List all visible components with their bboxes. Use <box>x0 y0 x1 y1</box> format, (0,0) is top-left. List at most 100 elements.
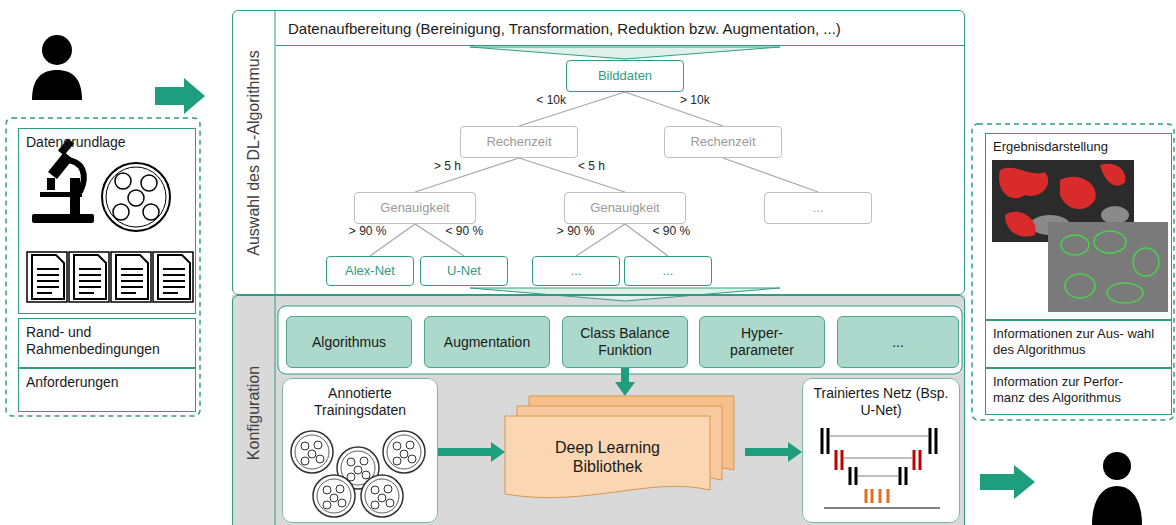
contour-green <box>1107 283 1143 303</box>
microscope-base <box>32 214 94 223</box>
node-label: Ergebnisdarstellung <box>993 139 1108 155</box>
node-label: Hyper- parameter <box>712 325 812 359</box>
node-label: Class Balance Funktion <box>575 325 675 359</box>
unet-icon <box>822 428 940 508</box>
flow-arrow <box>621 368 629 382</box>
branch-condition: > 90 % <box>555 224 597 238</box>
document-icon <box>153 252 193 302</box>
microscope-icon <box>32 141 94 223</box>
funnel-chevron <box>470 47 780 59</box>
document-icon <box>111 252 151 302</box>
cell <box>115 173 131 189</box>
node-label: Datenaufbereitung (Bereinigung, Transfor… <box>288 20 841 38</box>
branch-condition: > 5 h <box>432 159 463 173</box>
branch-condition: > 90 % <box>347 224 389 238</box>
microscope-objective <box>47 178 55 190</box>
section-panel: Konfiguration Algorithmus Augmentation Clas… <box>232 295 965 525</box>
contour-green <box>1094 231 1126 253</box>
contour-green <box>1133 248 1159 276</box>
segment-red <box>999 168 1048 198</box>
unet-layer <box>900 467 906 485</box>
decision-leaf-box: ... <box>624 256 712 286</box>
image-ground <box>1048 222 1168 312</box>
node-label: ... <box>571 263 582 279</box>
flow-arrow <box>438 448 491 456</box>
config-box: Augmentation <box>424 316 550 368</box>
node-label: ... <box>663 263 674 279</box>
config-row-frame <box>278 306 962 374</box>
unet-layer <box>836 450 842 470</box>
petri-dish <box>291 431 333 473</box>
node-label: Rechenzeit <box>486 134 551 150</box>
petri-dish-icon <box>102 163 170 231</box>
info-box: Informationen zur Aus- wahl des Algorith… <box>985 320 1172 368</box>
library-sheet <box>505 416 710 498</box>
person-head <box>1103 452 1131 480</box>
decision-node-box: Rechenzeit <box>460 126 578 158</box>
decision-leaf-box: U-Net <box>420 256 508 286</box>
unet-skip <box>830 436 928 476</box>
cell <box>141 175 157 191</box>
cell <box>128 190 144 206</box>
unet-layer <box>850 467 856 485</box>
node-label: Genauigkeit <box>590 200 659 216</box>
microscope-stage <box>40 192 82 197</box>
node-label: ... <box>892 334 904 351</box>
tree-branch-line <box>723 158 818 192</box>
header-band: Datenaufbereitung (Bereinigung, Transfor… <box>276 12 964 46</box>
tree-branch-line <box>519 158 625 192</box>
decision-node-box: ... <box>764 192 872 224</box>
person-head <box>42 35 72 65</box>
info-box: Rand- und Rahmenbedingungen <box>18 318 196 368</box>
config-box: Hyper- parameter <box>699 316 825 368</box>
branch-condition: < 90 % <box>444 224 486 238</box>
decision-node-box: Rechenzeit <box>664 126 782 158</box>
config-ground <box>232 295 965 525</box>
config-box: ... <box>837 316 959 368</box>
petri-dish <box>313 475 355 517</box>
contour-image <box>1048 222 1168 312</box>
unet-layer <box>930 428 936 454</box>
node-label: Annotierte Trainingsdaten <box>289 385 431 419</box>
image-blob <box>1101 206 1129 224</box>
petri-dish <box>361 475 403 517</box>
section-strip-divider <box>275 11 276 525</box>
branch-condition: > 10k <box>678 93 712 107</box>
unet-layer <box>822 428 828 454</box>
segment-red <box>1060 177 1096 209</box>
person-icon <box>1092 452 1142 525</box>
data-box: Annotierte Trainingsdaten <box>282 378 438 523</box>
info-box: Information zur Perfor- manz des Algorit… <box>985 368 1172 415</box>
node-label: Augmentation <box>444 334 530 351</box>
person-body <box>1092 486 1142 525</box>
flow-arrow <box>745 448 788 456</box>
config-box: Algorithmus <box>286 316 412 368</box>
section-label: Konfiguration <box>244 365 263 459</box>
tree-branch-line <box>625 92 723 126</box>
decision-node-box: Genauigkeit <box>564 192 686 224</box>
decision-leaf-box: Bilddaten <box>566 60 684 92</box>
petri-dish <box>383 431 425 473</box>
unet-layer <box>866 489 888 503</box>
tree-branch-line <box>519 92 625 126</box>
segment-red <box>1100 164 1125 186</box>
node-label: Anforderungen <box>26 374 119 391</box>
node-label: Rand- und Rahmenbedingungen <box>26 324 188 358</box>
contour-green <box>1061 235 1089 255</box>
dish-inner <box>106 167 166 227</box>
dish-rim <box>102 163 170 231</box>
section-label: Auswahl des DL-Algorithmus <box>244 50 263 255</box>
branch-condition: < 10k <box>534 93 568 107</box>
node-label: Information zur Perfor- manz des Algorit… <box>993 374 1158 405</box>
node-label: Deep Learning Bibliothek <box>538 438 678 476</box>
config-box: Class Balance Funktion <box>562 316 688 368</box>
unet-base <box>824 508 940 509</box>
node-label: Algorithmus <box>312 334 386 351</box>
info-box: Datengrundlage <box>18 128 196 314</box>
tree-branch-line <box>415 158 519 192</box>
cell <box>113 204 129 220</box>
info-box: Anforderungen <box>18 368 196 412</box>
flow-block-arrow <box>980 465 1035 499</box>
